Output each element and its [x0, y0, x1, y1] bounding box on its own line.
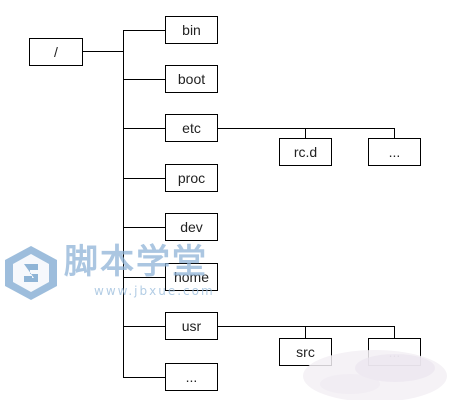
- node-home: home: [165, 263, 218, 291]
- connector-etc-branch: [218, 128, 395, 129]
- connector-home: [123, 277, 165, 278]
- connector-usr: [123, 326, 165, 327]
- root-node: /: [29, 38, 83, 66]
- connector-bin: [123, 30, 165, 31]
- node-more: ...: [165, 363, 218, 391]
- connector-etc: [123, 128, 165, 129]
- watermark-logo-icon: [5, 246, 57, 300]
- node-bin: bin: [165, 16, 218, 44]
- connector-boot: [123, 79, 165, 80]
- watermark-url: www.jbxue.com: [94, 284, 215, 298]
- node-dev: dev: [165, 213, 218, 241]
- connector-usr-more: [394, 326, 395, 338]
- node-etc-more: ...: [368, 138, 421, 166]
- watermark-text: 脚本学堂: [64, 242, 208, 282]
- main-trunk: [123, 30, 124, 377]
- connector-proc: [123, 178, 165, 179]
- connector-more: [123, 377, 165, 378]
- node-proc: proc: [165, 164, 218, 192]
- connector-etc-rcd: [305, 128, 306, 138]
- node-usr: usr: [165, 312, 218, 340]
- connector-etc-more: [394, 128, 395, 138]
- connector-dev: [123, 227, 165, 228]
- node-boot: boot: [165, 65, 218, 93]
- watermark-smudge: [303, 350, 447, 400]
- node-etc: etc: [165, 114, 218, 142]
- connector-usr-src: [305, 326, 306, 338]
- connector-root-to-trunk: [82, 51, 123, 52]
- connector-usr-branch: [218, 326, 395, 327]
- node-etc-rcd: rc.d: [279, 138, 332, 166]
